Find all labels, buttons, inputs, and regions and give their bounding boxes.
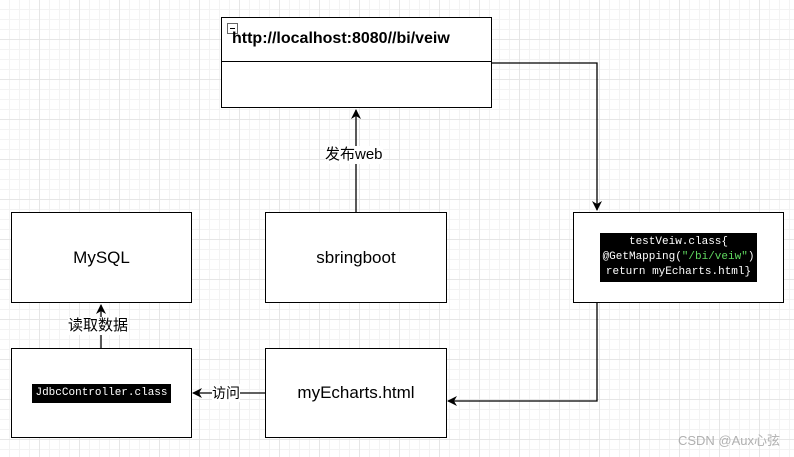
edge-controller-to-html — [447, 302, 598, 406]
springboot-node-label: sbringboot — [316, 247, 396, 267]
echarts-html-node-label: myEcharts.html — [297, 383, 415, 402]
url-node-title: http://localhost:8080//bi/veiw — [232, 30, 450, 47]
edge-url-to-controller — [491, 62, 602, 211]
edge-label-access: 访问 — [212, 384, 240, 402]
code-line-3: return myEcharts.html} — [605, 266, 752, 278]
url-node-divider — [222, 61, 491, 62]
code-line-2-suffix: ) — [747, 251, 755, 263]
url-node[interactable]: http://localhost:8080//bi/veiw — [221, 17, 492, 108]
code-line-2-prefix: @GetMapping( — [602, 251, 682, 263]
edge-label-read-data: 读取数据 — [68, 317, 129, 335]
controller-node[interactable]: testVeiw.class{ @GetMapping("/bi/veiw") … — [573, 212, 784, 303]
mysql-node[interactable]: MySQL — [11, 212, 192, 303]
echarts-html-node[interactable]: myEcharts.html — [265, 348, 447, 438]
code-line-2-string: "/bi/veiw" — [681, 251, 748, 263]
jdbc-node-label: JdbcController.class — [32, 383, 171, 403]
springboot-node[interactable]: sbringboot — [265, 212, 447, 303]
edge-label-publish-web: 发布web — [325, 146, 383, 164]
mysql-node-label: MySQL — [73, 247, 130, 267]
jdbc-node[interactable]: JdbcController.class — [11, 348, 192, 438]
watermark: CSDN @Aux心弦 — [677, 433, 780, 448]
collapse-icon[interactable] — [227, 23, 238, 34]
code-line-1: testVeiw.class{ — [628, 236, 729, 248]
controller-code-block: testVeiw.class{ @GetMapping("/bi/veiw") … — [599, 233, 758, 282]
code-line-2: @GetMapping("/bi/veiw") — [603, 250, 755, 265]
